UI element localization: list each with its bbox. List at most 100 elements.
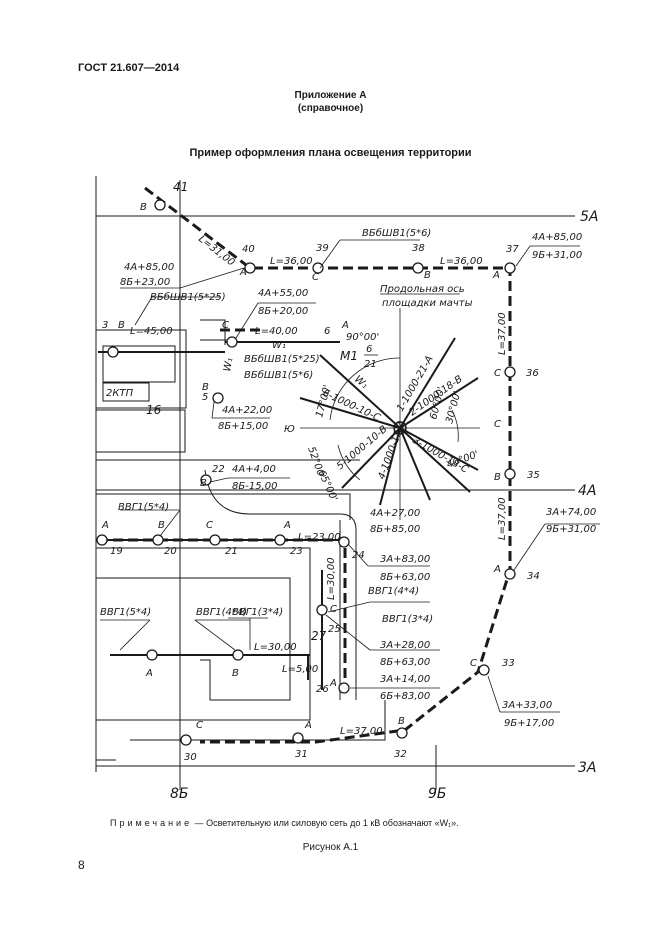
- pole-6: [226, 336, 238, 348]
- phase-b: В: [398, 716, 405, 727]
- pole-25: [316, 604, 328, 616]
- angle-label: 90°00': [346, 332, 379, 343]
- standard-header: ГОСТ 21.607—2014: [78, 62, 180, 74]
- length-label: L=36,00: [440, 256, 483, 267]
- pole-label-33: 33: [502, 658, 515, 669]
- phase-b: В: [202, 382, 209, 393]
- mast-frac-top: 6: [366, 344, 372, 355]
- pole-label-23: 23: [290, 546, 303, 557]
- phase-a: А: [492, 270, 500, 281]
- phase-b: В: [140, 202, 147, 213]
- length-label: L=23,00: [298, 532, 341, 543]
- w1-label: W₁: [272, 340, 286, 351]
- cable-label: ВВГ1(4*4): [368, 586, 419, 597]
- mast-name: М1: [340, 349, 358, 363]
- pole-35: [504, 468, 516, 480]
- pole-26: [338, 682, 350, 694]
- pole-36: [504, 366, 516, 378]
- cable-label: ВБбШВ1(5*6): [362, 227, 431, 239]
- w1-label: W₁: [222, 357, 235, 373]
- pole-41: [154, 199, 166, 211]
- coord-label: 8Б+15,00: [218, 421, 268, 432]
- phase-b: В: [232, 668, 239, 679]
- cable-label: ВВГ1(5*4): [118, 502, 169, 513]
- phase-a: А: [329, 678, 337, 689]
- pole-label-34: 34: [527, 571, 540, 582]
- coord-label: 8Б+63,00: [380, 572, 430, 583]
- note-text: Осветительную или силовую сеть до 1 кВ о…: [206, 818, 459, 828]
- cable-label: ВБбШВ1(5*25): [244, 353, 320, 365]
- cable-label: ВВГ1(3*4): [232, 607, 283, 618]
- pole-24: [338, 536, 350, 548]
- phase-c: С: [312, 272, 319, 283]
- length-label: L=37,00: [340, 726, 383, 737]
- pole-40: [244, 262, 256, 274]
- phase-a: А: [239, 267, 247, 278]
- appendix-subtitle: (справочное): [297, 103, 364, 114]
- cable-label: ВВГ1(3*4): [382, 614, 433, 625]
- pole-label-40: 40: [242, 244, 255, 255]
- pole-34: [504, 568, 516, 580]
- length-label: L=40,00: [255, 326, 298, 337]
- coord-label: 4А+27,00: [370, 508, 420, 519]
- pole-label-26: 26: [316, 684, 329, 695]
- pole-label-22: 22: [212, 464, 225, 475]
- ktp-label: 2КТП: [106, 388, 134, 399]
- coord-label: 3А+83,00: [380, 554, 430, 565]
- cable-label: ВВГ1(4*4): [196, 607, 247, 618]
- length-label: L=45,00: [130, 326, 173, 337]
- coord-label: 8Б+63,00: [380, 657, 430, 668]
- pole-23: [274, 534, 286, 546]
- coord-label: 3А+28,00: [380, 640, 430, 651]
- mast-axis-line1: Продольная ось: [380, 284, 465, 295]
- phase-c: С: [222, 320, 229, 331]
- coord-label: 4А+85,00: [532, 232, 582, 243]
- pole-label-21: 21: [225, 546, 238, 557]
- pole-39: [312, 262, 324, 274]
- coord-label: 4А+85,00: [124, 262, 174, 273]
- phase-b: В: [424, 270, 431, 281]
- coord-label: 9Б+31,00: [532, 250, 582, 261]
- pole-3: [107, 346, 119, 358]
- pole-label-32: 32: [394, 749, 407, 760]
- mast-frac-bottom: 21: [364, 359, 377, 370]
- phase-a: А: [493, 564, 501, 575]
- pole-label-27: 27: [311, 629, 327, 643]
- pole-22: [200, 474, 212, 486]
- appendix-title: Приложение А: [294, 90, 367, 101]
- pole-37: [504, 262, 516, 274]
- pole-label-19: 19: [110, 546, 123, 557]
- pole-label-5: 5: [202, 392, 208, 403]
- pole-21: [209, 534, 221, 546]
- pole-label-6: 6: [324, 326, 330, 337]
- phase-c: С: [330, 604, 337, 615]
- coord-label: 3А+33,00: [502, 700, 552, 711]
- length-label: L=30,00: [254, 642, 297, 653]
- pole-label-3: 3: [102, 320, 108, 331]
- length-label: L=30,00: [326, 557, 337, 600]
- cable-label: ВБбШВ1(5*6): [244, 369, 313, 381]
- pole-31: [292, 732, 304, 744]
- coord-label: 8Б+20,00: [258, 306, 308, 317]
- axis-label-3a: 3А: [578, 760, 596, 776]
- phase-c: С: [494, 419, 501, 430]
- south-label: Ю: [284, 424, 295, 435]
- phase-b: В: [494, 472, 501, 483]
- pole-label-31: 31: [295, 749, 308, 760]
- length-label: L=37,00: [497, 312, 508, 355]
- phase-b: В: [200, 478, 207, 489]
- axis-label-8b: 8Б: [170, 786, 189, 802]
- phase-c: С: [196, 720, 203, 731]
- length-label: L=37,00: [497, 497, 508, 540]
- figure-title: Пример оформления плана освещения террит…: [189, 147, 472, 159]
- pole-label-39: 39: [316, 243, 329, 254]
- pole-30: [180, 734, 192, 746]
- length-label: L=5,00: [282, 664, 318, 675]
- axis-label-4a: 4А: [578, 483, 596, 499]
- pole-label-25: 25: [328, 624, 341, 635]
- page-number: 8: [78, 858, 85, 872]
- phase-c: С: [470, 658, 477, 669]
- coord-label: 8Б-15,00: [232, 481, 277, 492]
- phase-a: А: [283, 520, 291, 531]
- phase-a: А: [101, 520, 109, 531]
